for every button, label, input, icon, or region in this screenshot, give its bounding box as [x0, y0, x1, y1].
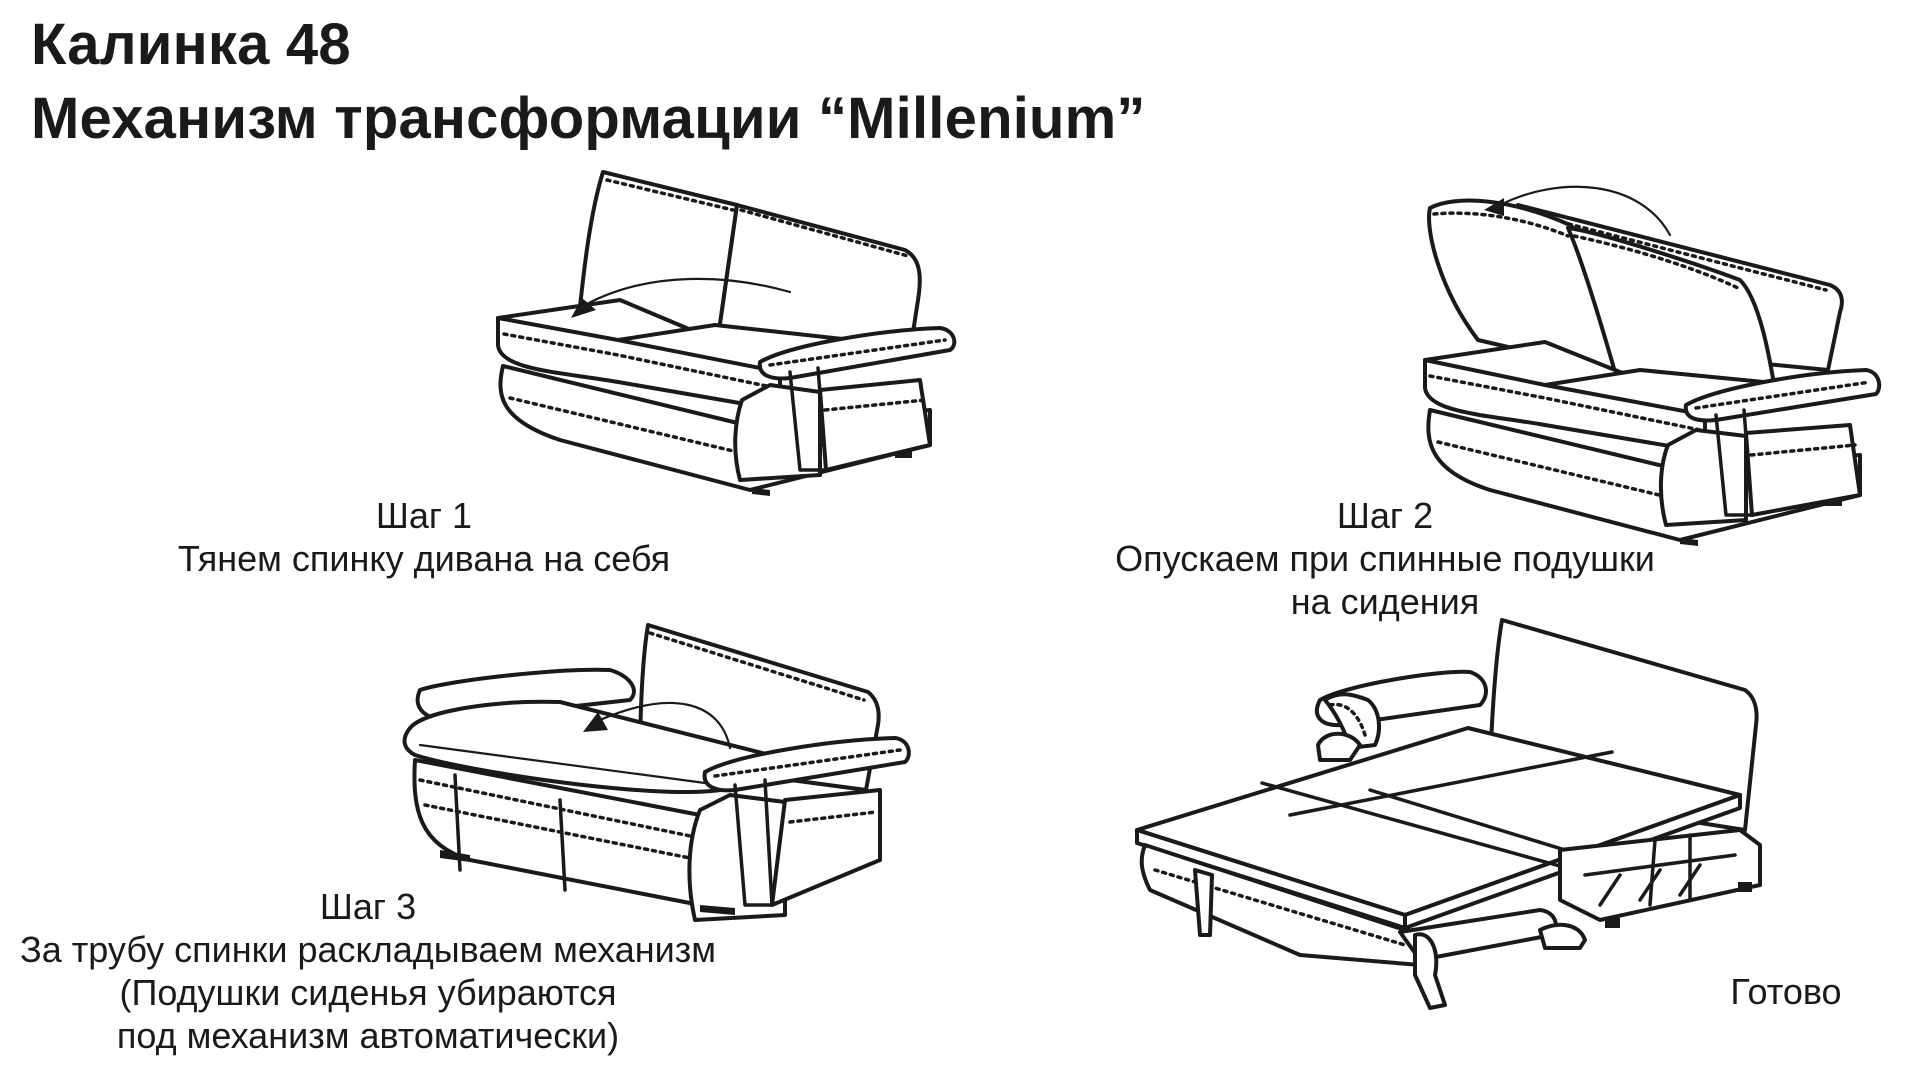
step-4-caption: Готово: [1730, 970, 1841, 1013]
back-cushion-right: [716, 203, 922, 354]
step-2-illustration: [1423, 185, 1882, 546]
step-3-caption: Шаг 3 За трубу спинки раскладываем механ…: [20, 885, 716, 1057]
back-cushion-left: [576, 170, 739, 340]
step-1-text: Тянем спинку дивана на себя: [177, 538, 671, 579]
step-2-text-line-2: на сидения: [1290, 581, 1480, 622]
step-4-text: Готово: [1730, 971, 1842, 1012]
sofa-base: [498, 364, 932, 492]
title-line-1: Калинка 48: [31, 12, 351, 77]
page-title: Калинка 48 Механизм трансформации “Mille…: [31, 8, 1146, 156]
step-2-caption: Шаг 2 Опускаем при спинные подушки на си…: [1115, 494, 1655, 623]
mattress: [1135, 726, 1742, 917]
arrow-icon: [571, 298, 596, 318]
step-1-illustration: [496, 170, 957, 496]
seat-cushion-right: [616, 323, 872, 374]
step-2-text-line-1: Опускаем при спинные подушки: [1115, 538, 1655, 579]
seat-cushion-left: [496, 298, 717, 360]
step-1-heading: Шаг 1: [375, 495, 473, 536]
step-3-illustration: [402, 623, 911, 922]
step-3-heading: Шаг 3: [319, 886, 417, 927]
sofa-icon: [1423, 185, 1882, 546]
step-2-heading: Шаг 2: [1336, 495, 1434, 536]
mechanism-platform: [402, 699, 792, 794]
title-line-2: Механизм трансформации “Millenium”: [31, 86, 1146, 152]
arrow-icon: [583, 712, 608, 732]
step-3-text-line-3: под механизм автоматически): [116, 1015, 620, 1056]
back-cushion-right-tilted: [1566, 226, 1777, 392]
step-4-illustration: [1135, 618, 1762, 1010]
sofa-icon: [1135, 618, 1762, 1010]
step-1-caption: Шаг 1 Тянем спинку дивана на себя: [178, 494, 670, 580]
step-3-text-line-2: (Подушки сиденья убираются: [119, 972, 617, 1013]
step-3-text-line-1: За трубу спинки раскладываем механизм: [20, 929, 716, 970]
sofa-icon: [402, 623, 911, 922]
back-cushion-left-tilted: [1427, 198, 1617, 374]
sofa-icon: [496, 170, 957, 496]
armrest: [733, 383, 822, 482]
arrow-icon: [1484, 198, 1504, 216]
